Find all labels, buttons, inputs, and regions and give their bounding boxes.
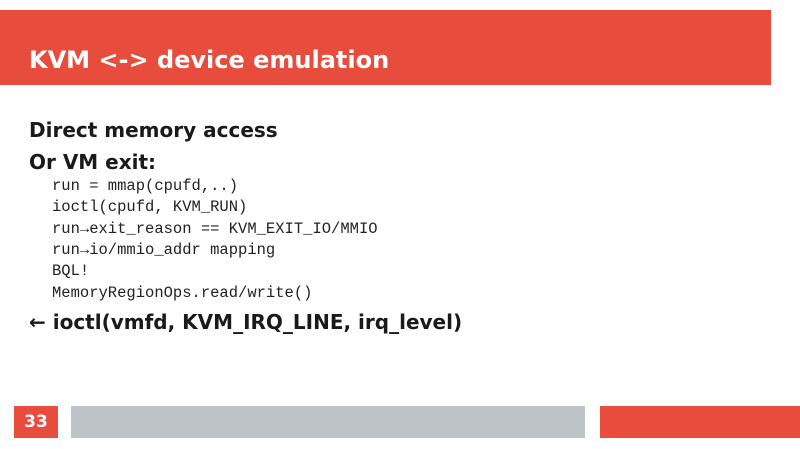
code-line: run→exit_reason == KVM_EXIT_IO/MMIO [52, 220, 378, 238]
footer-red-bar [600, 406, 800, 438]
page-number-badge: 33 [14, 406, 58, 438]
code-line: MemoryRegionOps.read/write() [52, 284, 313, 302]
code-line: run = mmap(cpufd,..) [52, 177, 239, 195]
slide-title: KVM <-> device emulation [29, 46, 390, 74]
code-line: BQL! [52, 262, 90, 280]
bullet-irq-line: ← ioctl(vmfd, KVM_IRQ_LINE, irq_level) [29, 310, 463, 334]
code-line: run→io/mmio_addr mapping [52, 241, 276, 259]
title-banner [0, 10, 771, 85]
code-line: ioctl(cpufd, KVM_RUN) [52, 198, 248, 216]
footer-gray-bar [71, 406, 585, 438]
bullet-direct-memory-access: Direct memory access [29, 118, 278, 142]
bullet-vm-exit: Or VM exit: [29, 150, 157, 174]
